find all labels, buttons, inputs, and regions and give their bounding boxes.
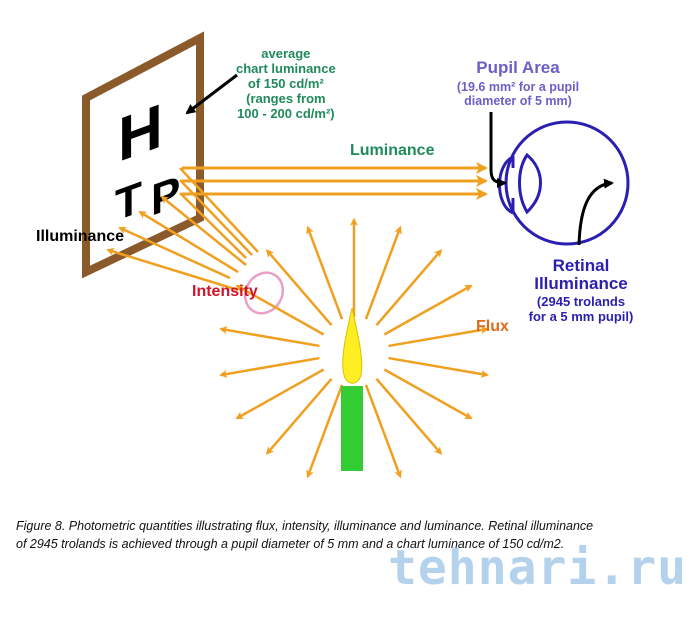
note-line: of 150 cd/m²	[247, 76, 324, 91]
note-line: diameter of 5 mm)	[464, 94, 572, 108]
flux-ray	[219, 326, 320, 348]
flux-rays	[219, 217, 489, 479]
pupil-pointer-arrow	[489, 112, 507, 188]
flux-ray	[364, 225, 402, 320]
note-line: 100 - 200 cd/m²)	[237, 106, 335, 121]
flux-ray	[265, 249, 333, 327]
flux-ray	[375, 377, 443, 455]
eye-chart-frame	[82, 31, 204, 279]
pupil-area-title: Pupil Area	[476, 58, 560, 77]
candle	[341, 386, 363, 471]
intensity-circle	[243, 271, 285, 315]
watermark: tehnari.ru	[388, 540, 687, 596]
intensity-label: Intensity	[192, 283, 258, 300]
note-line: chart luminance	[236, 61, 336, 76]
luminance-rays	[182, 162, 488, 200]
chart-letter-h: H	[118, 90, 163, 176]
flux-ray	[306, 225, 344, 320]
flux-ray	[383, 368, 473, 420]
flux-label: Flux	[476, 318, 509, 335]
title-line: Illuminance	[534, 274, 628, 293]
note-line: average	[261, 46, 311, 61]
flux-ray	[388, 326, 489, 348]
chart-luminance-note: average chart luminance of 150 cd/m² (ra…	[236, 46, 336, 121]
illuminance-rays	[106, 167, 259, 292]
flux-ray	[265, 377, 333, 455]
chart-note-arrow	[185, 73, 238, 115]
caption-line: of 2945 trolands is achieved through a p…	[16, 537, 565, 551]
eye-chart-letters: H T P	[115, 90, 180, 231]
flux-ray	[364, 384, 402, 479]
note-line: (2945 trolands	[536, 294, 626, 309]
flux-ray	[235, 368, 325, 420]
chart-letter-p: P	[151, 166, 180, 226]
illuminance-label: Illuminance	[36, 228, 125, 245]
figure-caption: Figure 8. Photometric quantities illustr…	[16, 517, 593, 553]
pupil-area-note: (19.6 mm² for a pupil diameter of 5 mm)	[418, 80, 618, 108]
note-line: (19.6 mm² for a pupil	[456, 80, 580, 94]
note-line: for a 5 mm pupil)	[528, 309, 634, 324]
flux-ray	[235, 284, 325, 336]
caption-line: Figure 8. Photometric quantities illustr…	[16, 519, 594, 533]
flux-ray	[383, 284, 473, 336]
flux-ray	[219, 356, 320, 378]
retina-pointer-arrow	[577, 178, 614, 246]
flux-ray	[388, 356, 489, 378]
retinal-illuminance-title: Retinal Illuminance	[506, 257, 656, 293]
flux-ray	[375, 249, 443, 327]
note-line: (ranges from	[246, 91, 326, 106]
title-line: Retinal	[552, 256, 610, 275]
retinal-illuminance-note: (2945 trolands for a 5 mm pupil)	[506, 294, 656, 324]
luminance-label: Luminance	[350, 142, 435, 159]
flame	[342, 307, 363, 384]
chart-letter-t: T	[115, 172, 142, 231]
flux-ray	[306, 384, 344, 479]
